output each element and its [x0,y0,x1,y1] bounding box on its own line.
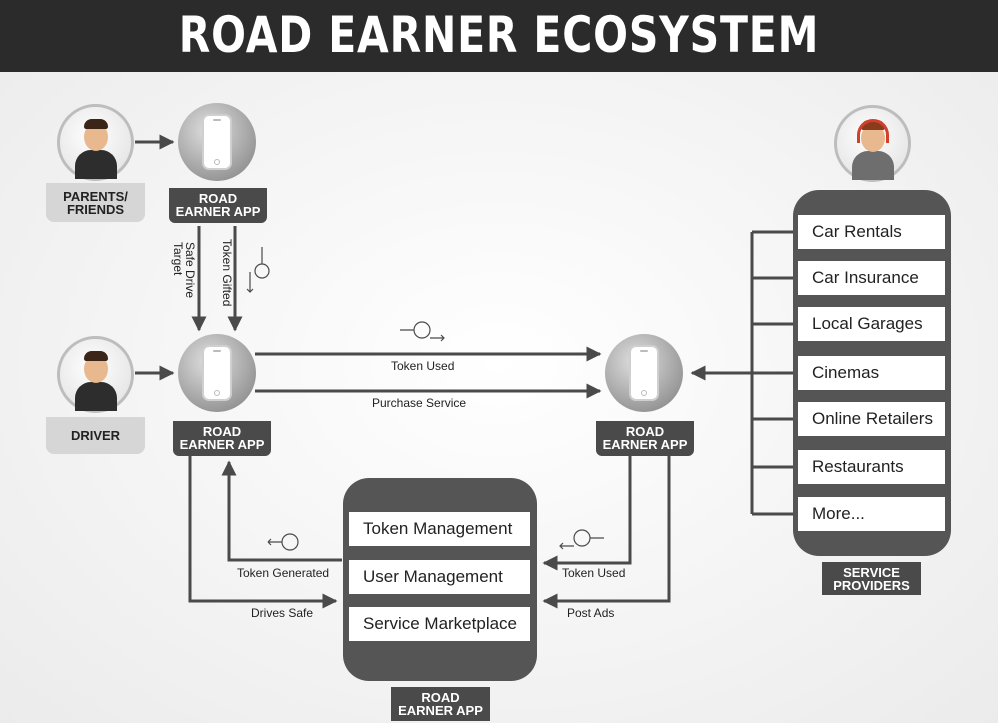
token-icon [267,533,299,551]
token-icon [559,529,604,550]
edge-label-drives-safe: Drives Safe [251,606,314,620]
parents-avatar [57,104,134,181]
parents-label: PARENTS/ FRIENDS [46,183,145,222]
token-icon [246,247,270,293]
provider-item-car-rentals: Car Rentals [798,215,945,249]
smartphone-icon [204,116,230,168]
phone-node-driver [178,334,256,412]
token-used-bottom-arrow [542,456,632,571]
platform-item-service-marketplace: Service Marketplace [349,607,530,641]
smartphone-icon [204,347,230,399]
parents-app-label: ROAD EARNER APP [169,188,267,223]
token-icons [246,247,604,551]
drives-safe-arrow [188,456,338,609]
provider-item-more: More... [798,497,945,531]
driver-avatar [57,336,134,413]
token-generated-arrow [221,460,342,562]
provider-app-label: ROAD EARNER APP [596,421,694,456]
provider-item-local-garages: Local Garages [798,307,945,341]
provider-item-restaurants: Restaurants [798,450,945,484]
driver-app-label: ROAD EARNER APP [173,421,271,456]
smartphone-icon [631,347,657,399]
edge-label-token-used-top: Token Used [391,359,455,373]
phone-node-parents [178,103,256,181]
platform-item-token-management: Token Management [349,512,530,546]
edge-label-token-generated: Token Generated [237,566,330,580]
edge-label-safe-drive-target: Safe Drive Target [171,242,197,299]
provider-item-car-insurance: Car Insurance [798,261,945,295]
driver-label: DRIVER [46,417,145,454]
platform-label: ROAD EARNER APP [391,687,490,721]
edge-label-token-gifted: Token Gifted [220,239,234,307]
provider-item-cinemas: Cinemas [798,356,945,390]
edge-label-token-used-bottom: Token Used [562,566,626,580]
post-ads-arrow [542,456,671,609]
provider-item-online-retailers: Online Retailers [798,402,945,436]
platform-item-user-management: User Management [349,560,530,594]
edge-label-post-ads: Post Ads [567,606,615,620]
edge-label-purchase-service: Purchase Service [372,396,467,410]
page-title: ROAD EARNER ECOSYSTEM [178,6,820,64]
title-bar [0,0,998,72]
phone-node-provider [605,334,683,412]
headset-icon [857,119,889,143]
token-icon [400,321,445,342]
service-providers-label: SERVICE PROVIDERS [822,562,921,595]
service-provider-avatar [834,105,911,182]
